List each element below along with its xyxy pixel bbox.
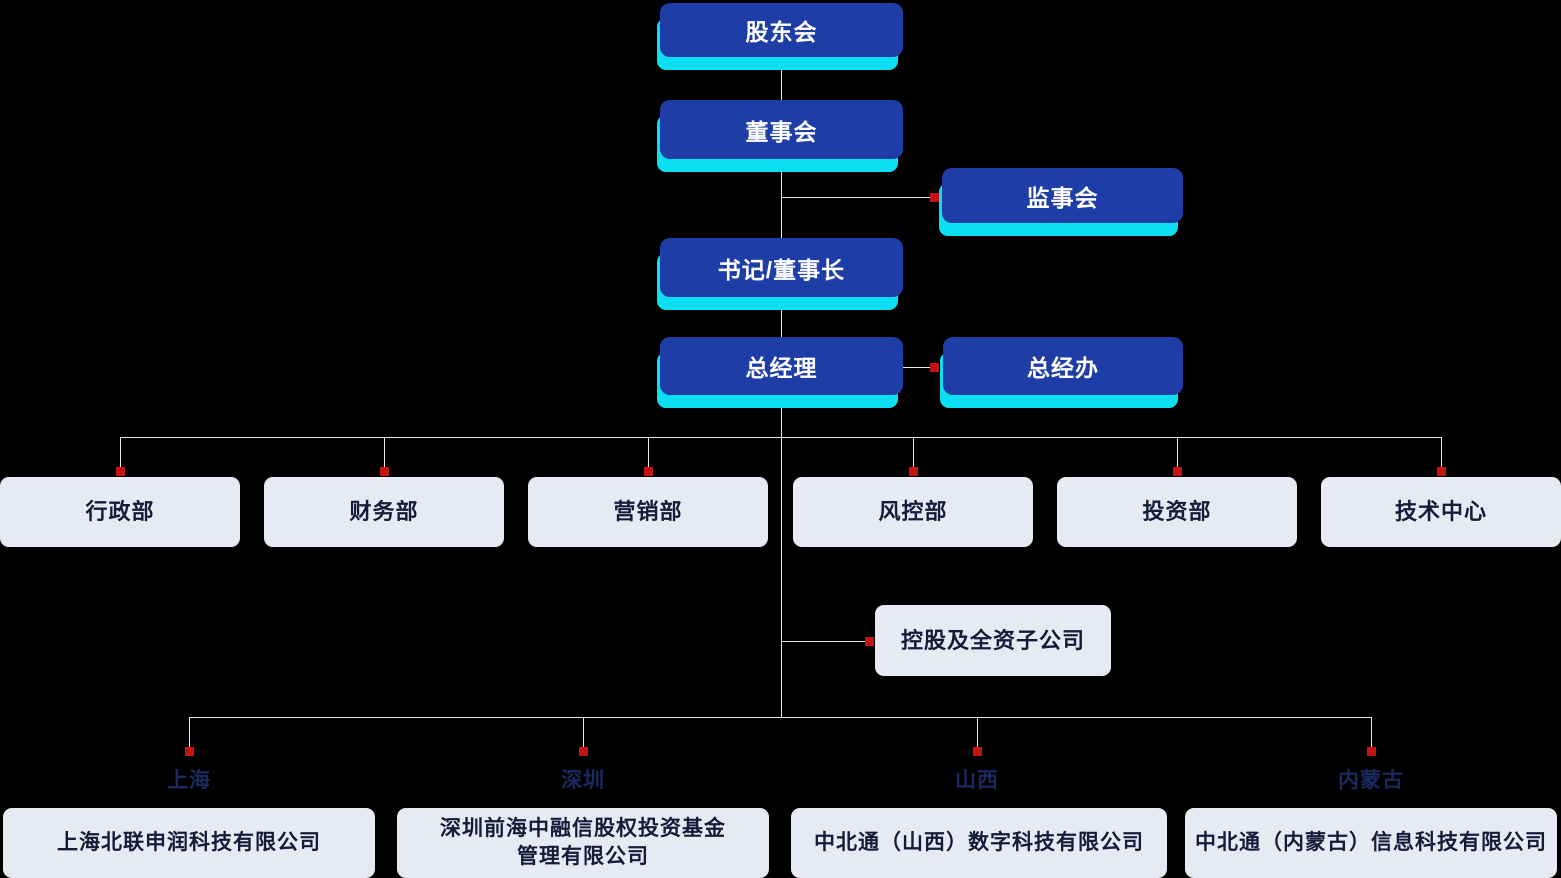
connector-dot xyxy=(644,467,653,476)
node-dept-finance: 财务部 xyxy=(264,477,504,547)
connector-line xyxy=(782,641,866,642)
connector-line xyxy=(913,437,914,468)
connector-line xyxy=(781,56,782,100)
connector-dot xyxy=(909,467,918,476)
node-dept-investment: 投资部 xyxy=(1057,477,1297,547)
node-supervisory-board: 监事会 xyxy=(942,168,1183,223)
node-dept-admin: 行政部 xyxy=(0,477,240,547)
node-dept-risk-control: 风控部 xyxy=(793,477,1033,547)
connector-line xyxy=(583,717,584,748)
connector-dot xyxy=(930,193,939,202)
node-shareholders-meeting: 股东会 xyxy=(660,3,903,57)
connector-dot xyxy=(1437,467,1446,476)
connector-line xyxy=(903,367,931,368)
connector-line xyxy=(781,159,782,238)
connector-line xyxy=(977,717,978,748)
node-dept-marketing: 营销部 xyxy=(528,477,768,547)
connector-line xyxy=(189,717,190,748)
connector-line xyxy=(1371,717,1372,748)
connector-dot xyxy=(865,637,874,646)
node-board-of-directors: 董事会 xyxy=(660,100,903,159)
connector-line xyxy=(781,197,931,198)
node-gm-office: 总经办 xyxy=(943,337,1183,395)
connector-dot xyxy=(579,747,588,756)
node-general-manager: 总经理 xyxy=(660,337,903,395)
connector-line xyxy=(189,717,1371,718)
connector-line xyxy=(648,437,649,468)
node-secretary-chairman: 书记/董事长 xyxy=(660,238,903,297)
connector-line xyxy=(384,437,385,468)
node-subsidiary-neimenggu: 中北通（内蒙古）信息科技有限公司 xyxy=(1185,808,1557,878)
connector-dot xyxy=(185,747,194,756)
connector-line xyxy=(120,437,1441,438)
node-subsidiary-shanghai: 上海北联申润科技有限公司 xyxy=(3,808,375,878)
connector-dot xyxy=(116,467,125,476)
region-label-shanxi: 山西 xyxy=(955,769,999,792)
connector-dot xyxy=(1173,467,1182,476)
region-label-shenzhen: 深圳 xyxy=(561,769,605,792)
connector-dot xyxy=(973,747,982,756)
connector-dot xyxy=(930,363,939,372)
node-subsidiaries-header: 控股及全资子公司 xyxy=(875,605,1111,676)
connector-line xyxy=(781,297,782,337)
node-subsidiary-shanxi: 中北通（山西）数字科技有限公司 xyxy=(791,808,1167,878)
connector-line xyxy=(120,437,121,468)
region-label-neimenggu: 内蒙古 xyxy=(1338,769,1404,792)
connector-line xyxy=(1441,437,1442,468)
node-tech-center: 技术中心 xyxy=(1321,477,1561,547)
connector-line xyxy=(781,395,782,718)
node-subsidiary-shenzhen: 深圳前海中融信股权投资基金管理有限公司 xyxy=(397,808,769,878)
region-label-shanghai: 上海 xyxy=(167,769,211,792)
connector-line xyxy=(1177,437,1178,468)
connector-dot xyxy=(380,467,389,476)
connector-dot xyxy=(1367,747,1376,756)
